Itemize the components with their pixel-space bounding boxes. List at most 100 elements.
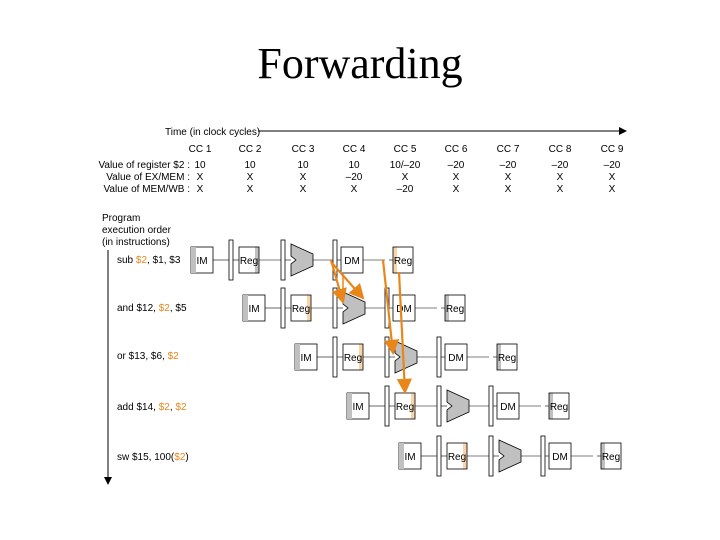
reg-read-half bbox=[395, 393, 399, 419]
instruction-text: , bbox=[170, 402, 176, 413]
reg-read-half bbox=[601, 443, 605, 469]
pipeline-register bbox=[280, 239, 286, 281]
stage-label-reg: Reg bbox=[292, 304, 310, 315]
alu-shape bbox=[446, 389, 470, 423]
program-order-label-1: Program bbox=[102, 213, 140, 224]
register-highlight: $2 bbox=[159, 402, 171, 413]
alu-shape bbox=[342, 291, 366, 325]
value-cell: X bbox=[351, 184, 358, 195]
value-cell: X bbox=[609, 184, 616, 195]
clock-cycle-header: CC 6 bbox=[445, 144, 468, 155]
im-shade bbox=[295, 344, 300, 370]
stage-label-reg: Reg bbox=[394, 256, 412, 267]
program-order-label-2: execution order bbox=[102, 225, 172, 236]
instruction-text: add $14, bbox=[117, 402, 159, 413]
value-row-label: Value of MEM/WB : bbox=[103, 184, 190, 195]
time-axis-label: Time (in clock cycles) bbox=[165, 127, 260, 138]
reg-read-half bbox=[549, 393, 553, 419]
value-cell: X bbox=[453, 184, 460, 195]
forwarding-path-exmem-to-and bbox=[329, 259, 347, 305]
clock-cycle-header: CC 2 bbox=[239, 144, 262, 155]
reg-write-half bbox=[513, 344, 517, 370]
reg-read-half bbox=[343, 344, 347, 370]
im-shade bbox=[347, 393, 352, 419]
register-highlight: $2 bbox=[168, 351, 180, 362]
value-cell: X bbox=[197, 172, 204, 183]
value-cell: X bbox=[402, 172, 409, 183]
value-cell: X bbox=[505, 184, 512, 195]
value-row-label: Value of register $2 : bbox=[98, 160, 190, 171]
reg-read-half bbox=[239, 247, 243, 273]
clock-cycle-header: CC 7 bbox=[497, 144, 520, 155]
value-cell: X bbox=[453, 172, 460, 183]
clock-cycle-header: CC 3 bbox=[292, 144, 315, 155]
reg-read-half bbox=[497, 344, 501, 370]
instruction-label: and $12, $2, $5 bbox=[117, 303, 187, 314]
pipeline-register bbox=[436, 336, 442, 378]
slide-title: Forwarding bbox=[257, 39, 463, 88]
instruction-label: add $14, $2, $2 bbox=[117, 402, 187, 413]
value-cell: X bbox=[247, 172, 254, 183]
stage-label-reg: Reg bbox=[602, 452, 620, 463]
reg-write-half bbox=[409, 247, 413, 273]
alu-shape bbox=[394, 340, 418, 374]
stage-label-im: IM bbox=[404, 452, 415, 463]
reg-write-half bbox=[617, 443, 621, 469]
stage-label-im: IM bbox=[352, 402, 363, 413]
value-cell: –20 bbox=[604, 160, 621, 171]
instruction-text: ) bbox=[185, 452, 188, 463]
register-highlight: $2 bbox=[159, 303, 171, 314]
pipeline-row: IM Reg DM Reg bbox=[294, 336, 518, 378]
value-cell: –20 bbox=[448, 160, 465, 171]
stage-label-im: IM bbox=[300, 353, 311, 364]
value-cell: X bbox=[300, 172, 307, 183]
value-row-label: Value of EX/MEM : bbox=[106, 172, 190, 183]
pipeline-register bbox=[540, 435, 546, 477]
stage-label-im: IM bbox=[248, 304, 259, 315]
clock-cycle-header: CC 4 bbox=[343, 144, 366, 155]
stage-label-reg: Reg bbox=[344, 353, 362, 364]
value-cell: X bbox=[609, 172, 616, 183]
value-cell: 10 bbox=[297, 160, 309, 171]
reg-read-half bbox=[393, 247, 397, 273]
value-cell: 10 bbox=[244, 160, 256, 171]
value-cell: 10 bbox=[348, 160, 360, 171]
pipeline-register bbox=[436, 385, 442, 427]
value-cell: –20 bbox=[346, 172, 363, 183]
register-highlight: $2 bbox=[174, 452, 186, 463]
forwarding-path-wb-to-add bbox=[396, 271, 413, 395]
stage-label-dm: DM bbox=[448, 353, 464, 364]
forwarding-path-exmem-to-and-b bbox=[330, 261, 365, 300]
register-highlight: $2 bbox=[136, 255, 148, 266]
instruction-text: or $13, $6, bbox=[117, 351, 168, 362]
stage-label-dm: DM bbox=[396, 304, 412, 315]
alu-shape bbox=[498, 439, 522, 473]
reg-write-half bbox=[307, 295, 311, 321]
value-cell: 10 bbox=[194, 160, 206, 171]
instruction-label: sw $15, 100($2) bbox=[117, 452, 189, 463]
forwarding-path-memwb-to-or bbox=[381, 259, 400, 356]
clock-cycle-header: CC 1 bbox=[189, 144, 212, 155]
pipeline-register bbox=[332, 287, 338, 329]
stage-label-dm: DM bbox=[552, 452, 568, 463]
instruction-label: sub $2, $1, $3 bbox=[117, 255, 181, 266]
reg-write-half bbox=[463, 443, 467, 469]
pipeline-register bbox=[280, 287, 286, 329]
stage-label-reg: Reg bbox=[498, 353, 516, 364]
clock-cycle-header: CC 9 bbox=[601, 144, 624, 155]
reg-write-half bbox=[411, 393, 415, 419]
instruction-text: and $12, bbox=[117, 303, 159, 314]
pipeline-register bbox=[384, 385, 390, 427]
reg-read-half bbox=[445, 295, 449, 321]
im-shade bbox=[399, 443, 404, 469]
instruction-text: , $5 bbox=[170, 303, 187, 314]
value-cell: X bbox=[197, 184, 204, 195]
instruction-text: sub bbox=[117, 255, 136, 266]
reg-write-half bbox=[255, 247, 259, 273]
reg-write-half bbox=[359, 344, 363, 370]
reg-read-half bbox=[291, 295, 295, 321]
value-cell: X bbox=[557, 172, 564, 183]
